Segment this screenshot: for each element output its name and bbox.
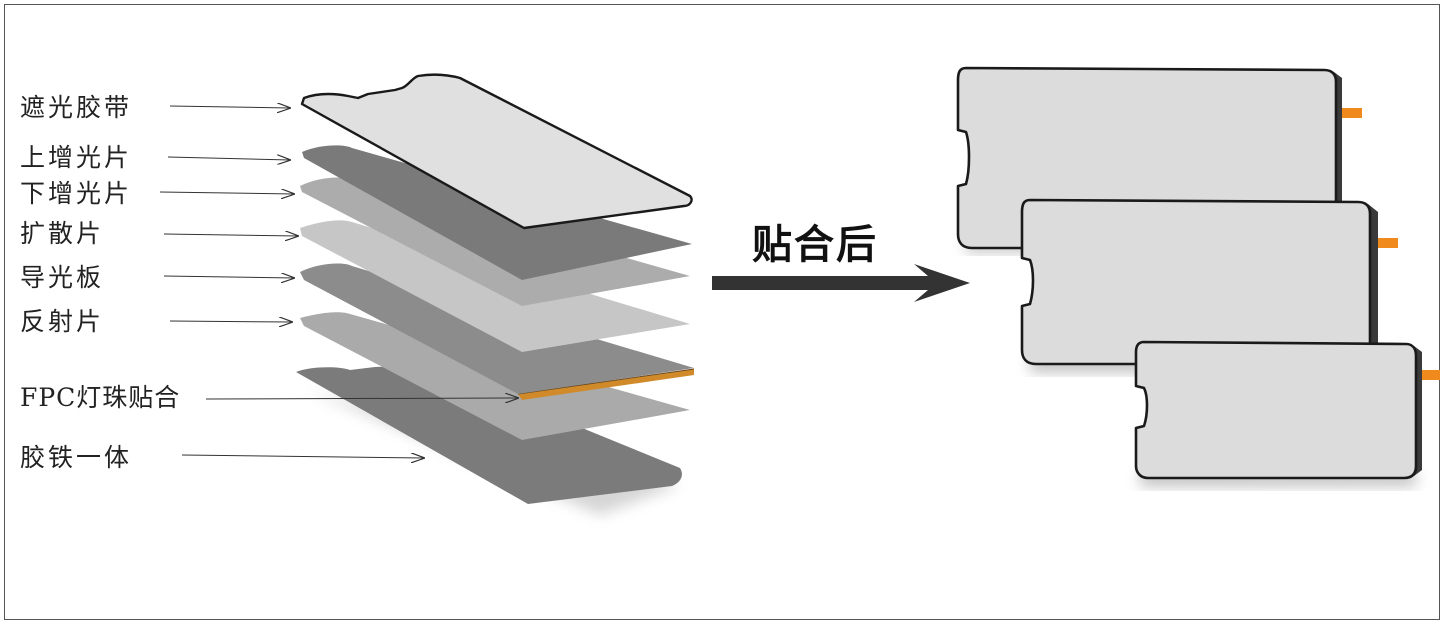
arrow-shape [712,264,970,302]
layer-stack [296,73,695,515]
process-arrow: 贴合后 [712,222,970,302]
fpc-tab-small [1422,370,1440,380]
label-backplate: 胶铁一体 [20,443,132,472]
fpc-tab-large [1342,108,1362,118]
diagram-frame [4,4,1440,620]
fpc-tab-medium [1378,238,1398,248]
label-lower-prism: 下增光片 [20,179,132,208]
label-light-shield-tape: 遮光胶带 [20,93,132,122]
arrow-caption: 贴合后 [752,222,878,268]
label-reflector: 反射片 [20,307,104,336]
label-fpc: FPC灯珠贴合 [20,383,180,412]
layer-light-shield-tape [300,73,693,230]
layer-backplate [296,366,682,504]
label-light-guide: 导光板 [20,263,104,292]
layer-fpc-strip [518,369,694,400]
layer-labels: 遮光胶带 上增光片 下增光片 扩散片 导光板 反射片 FPC灯珠贴合 胶铁一体 [20,93,518,472]
label-diffuser: 扩散片 [20,219,104,248]
module-small [1134,340,1440,486]
label-upper-prism: 上增光片 [20,143,132,172]
assembled-modules [956,66,1440,486]
